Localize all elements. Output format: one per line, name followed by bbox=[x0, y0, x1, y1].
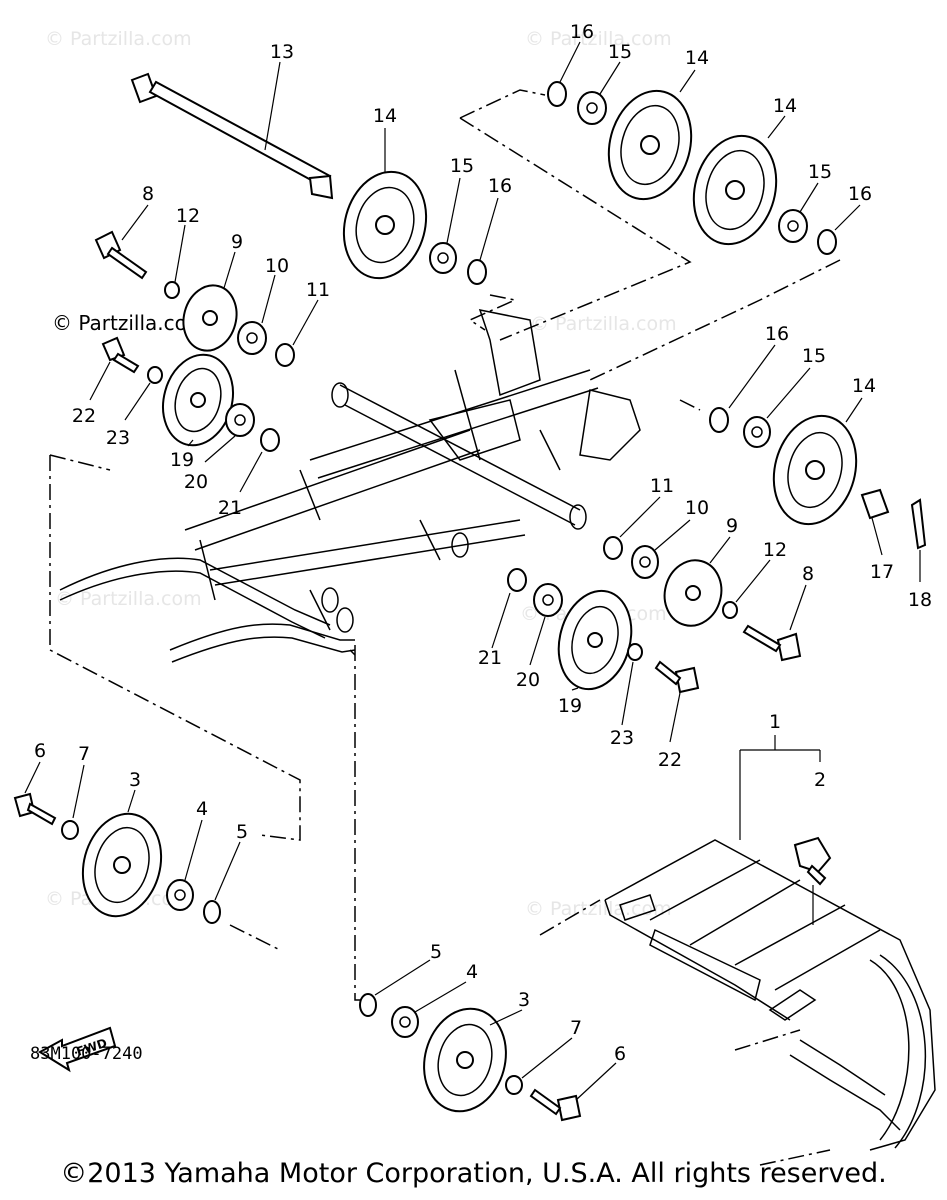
slide-rail-frame bbox=[59, 309, 641, 663]
watermark: © Partzilla.com bbox=[45, 28, 192, 50]
callout-label: 22 bbox=[658, 749, 682, 771]
watermark-dark: © Partzilla.com bbox=[52, 311, 206, 335]
callout-label: 23 bbox=[106, 427, 130, 449]
callout-label: 7 bbox=[78, 743, 90, 765]
callout-label: 4 bbox=[196, 798, 208, 820]
part-code: 83M100-7240 bbox=[30, 1044, 143, 1064]
callout-label: 11 bbox=[650, 475, 674, 497]
forward-arrow: FWD bbox=[38, 1026, 117, 1073]
copyright-notice: ©2013 Yamaha Motor Corporation, U.S.A. A… bbox=[60, 1158, 887, 1189]
callout-label: 6 bbox=[614, 1043, 626, 1065]
callout-label: 21 bbox=[478, 647, 502, 669]
callout-label: 12 bbox=[763, 539, 787, 561]
track-assembly bbox=[604, 836, 936, 1151]
callout-label: 17 bbox=[870, 561, 894, 583]
callout-label: 14 bbox=[852, 375, 876, 397]
callout-label: 5 bbox=[430, 941, 442, 963]
callout-label: 10 bbox=[265, 255, 289, 277]
callout-label: 3 bbox=[518, 989, 530, 1011]
callout-label: 7 bbox=[570, 1017, 582, 1039]
callout-label: 20 bbox=[184, 471, 208, 493]
callout-label: 15 bbox=[450, 155, 474, 177]
watermark: © Partzilla.com bbox=[530, 313, 677, 335]
watermark: © Partzilla.com bbox=[55, 588, 202, 610]
callout-label: 13 bbox=[270, 41, 294, 63]
watermark: © Partzilla.com bbox=[525, 898, 672, 920]
callout-label: 18 bbox=[908, 589, 932, 611]
shaft-13 bbox=[130, 72, 334, 200]
callout-label: 9 bbox=[726, 515, 738, 537]
watermarks: © Partzilla.com © Partzilla.com © Partzi… bbox=[45, 28, 677, 920]
callout-label: 6 bbox=[34, 740, 46, 762]
callout-label: 15 bbox=[608, 41, 632, 63]
callout-label: 14 bbox=[773, 95, 797, 117]
callout-label: 15 bbox=[802, 345, 826, 367]
callout-label: 19 bbox=[558, 695, 582, 717]
callout-label: 3 bbox=[129, 769, 141, 791]
callout-label: 21 bbox=[218, 497, 242, 519]
callout-label: 22 bbox=[72, 405, 96, 427]
callout-label: 11 bbox=[306, 279, 330, 301]
callout-label: 1 bbox=[769, 711, 781, 733]
callout-label: 4 bbox=[466, 961, 478, 983]
callout-label: 19 bbox=[170, 449, 194, 471]
callout-label: 14 bbox=[685, 47, 709, 69]
callout-label: 23 bbox=[610, 727, 634, 749]
bolts bbox=[13, 230, 802, 1122]
callout-label: 16 bbox=[570, 21, 594, 43]
callout-label: 10 bbox=[685, 497, 709, 519]
wheels bbox=[81, 89, 858, 1113]
callout-label: 20 bbox=[516, 669, 540, 691]
callout-label: 16 bbox=[848, 183, 872, 205]
callout-label: 16 bbox=[765, 323, 789, 345]
small-parts bbox=[61, 81, 927, 1095]
callout-labels: 13 14 15 16 16 15 14 14 15 16 8 12 9 10 … bbox=[34, 21, 932, 1065]
callout-label: 5 bbox=[236, 821, 248, 843]
callout-label: 15 bbox=[808, 161, 832, 183]
callout-label: 2 bbox=[814, 769, 826, 791]
watermark: © Partzilla.com bbox=[525, 28, 672, 50]
callout-label: 9 bbox=[231, 231, 243, 253]
leader-lines bbox=[24, 41, 921, 1101]
callout-label: 14 bbox=[373, 105, 397, 127]
callout-label: 12 bbox=[176, 205, 200, 227]
callout-label: 8 bbox=[142, 183, 154, 205]
callout-label: 8 bbox=[802, 563, 814, 585]
callout-label: 16 bbox=[488, 175, 512, 197]
